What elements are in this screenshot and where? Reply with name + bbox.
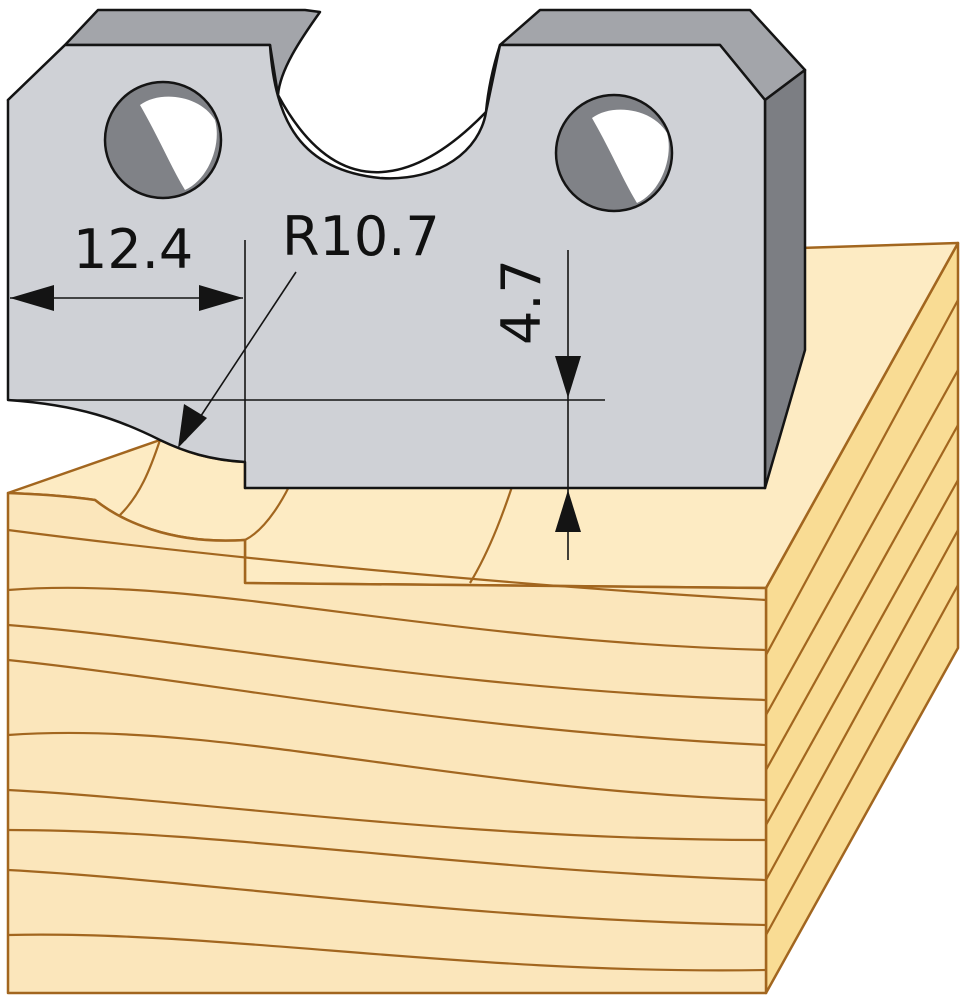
width-arrow-left <box>10 285 54 311</box>
width-arrow-right <box>199 285 243 311</box>
width-dimension-label: 12.4 <box>73 218 193 281</box>
radius-dimension-label: R10.7 <box>282 205 440 268</box>
radius-arrow <box>178 404 207 448</box>
depth-arrow-up <box>555 490 581 532</box>
depth-dimension-label: 4.7 <box>490 259 553 345</box>
wood-grain-side <box>765 299 959 936</box>
wood-front-face <box>6 491 768 995</box>
depth-arrow-down <box>555 356 581 398</box>
mounting-hole-right-inner <box>592 109 669 203</box>
wood-grain-front <box>7 528 767 972</box>
mounting-hole-left-inner <box>140 96 217 190</box>
dimension-arrows <box>10 285 581 532</box>
profile-knife <box>6 8 807 490</box>
mounting-holes <box>103 80 674 213</box>
